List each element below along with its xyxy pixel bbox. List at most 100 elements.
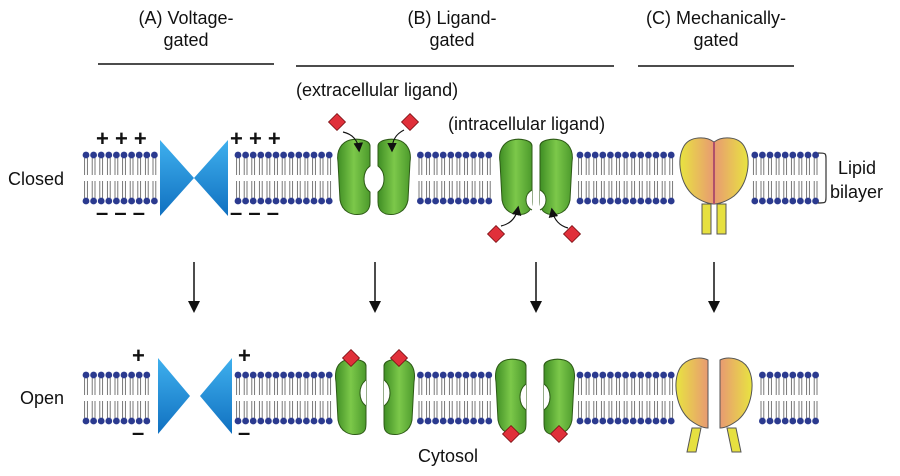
lipid-head	[789, 371, 797, 379]
lipid-head	[485, 197, 493, 205]
lipid-head	[97, 151, 105, 159]
mechanical-subunit-right	[713, 137, 749, 205]
lipid-head	[667, 197, 675, 205]
lipid-head	[812, 371, 819, 379]
lipid-head	[128, 417, 136, 425]
lipid-head	[614, 371, 622, 379]
lipid-head	[272, 197, 280, 205]
lipid-head	[120, 417, 128, 425]
lipid-head	[318, 417, 325, 425]
lipid-head	[143, 371, 151, 379]
charge-minus-open-left: –	[132, 420, 144, 445]
lipid-head	[812, 197, 819, 205]
lipid-head	[462, 417, 470, 425]
ligand-subunit-right	[543, 358, 575, 435]
lipid-head	[660, 417, 667, 425]
lipid-head	[781, 417, 789, 425]
lipid-head	[90, 371, 97, 379]
lipid-head	[303, 151, 310, 159]
lipid-head	[105, 197, 113, 205]
ligand-diamond-int-right	[562, 224, 582, 244]
ligand-subunit-left	[495, 358, 527, 435]
lipid-head	[645, 371, 652, 379]
lipid-head	[257, 371, 265, 379]
lipid-head	[470, 417, 477, 425]
lipid-head	[257, 417, 265, 425]
lipid-head	[477, 371, 485, 379]
lipid-head	[280, 417, 287, 425]
charge-plus-open-left: +	[132, 343, 145, 368]
mechanical-subunit-left	[675, 357, 709, 429]
lipid-head	[455, 197, 462, 205]
mechanical-subunit-left	[679, 137, 715, 205]
lipid-head	[90, 151, 97, 159]
lipid-head	[318, 151, 325, 159]
voltage-channel-closed-right	[194, 140, 228, 216]
lipid-head	[637, 371, 645, 379]
lipid-head	[751, 151, 759, 159]
header-mechanical-line1: (C) Mechanically-	[646, 8, 786, 28]
mechanical-leg-left	[686, 427, 702, 453]
lipid-head	[584, 371, 591, 379]
lipid-head	[135, 151, 143, 159]
lipid-head	[82, 417, 90, 425]
lipid-head	[447, 417, 455, 425]
ligand-diamond-int-left	[486, 224, 506, 244]
lipid-head	[477, 151, 485, 159]
lipid-head	[774, 417, 781, 425]
lipid-head	[249, 197, 257, 205]
mechanical-leg-right	[716, 203, 727, 235]
charge-plus-right: + + +	[230, 126, 281, 151]
lipid-head	[477, 197, 485, 205]
lipid-head	[272, 151, 280, 159]
lipid-head	[82, 197, 90, 205]
mechanical-channel-open	[675, 357, 753, 453]
lipid-head	[485, 417, 493, 425]
lipid-head	[265, 197, 272, 205]
voltage-channel-open-left	[158, 358, 190, 434]
lipid-head	[629, 197, 637, 205]
lipid-head	[629, 151, 637, 159]
lipid-head	[781, 151, 789, 159]
lipid-head	[439, 371, 447, 379]
lipid-head	[287, 417, 295, 425]
voltage-channel-open-right	[200, 358, 232, 434]
lipid-head	[759, 197, 766, 205]
lipid-head	[766, 151, 774, 159]
lipid-head	[599, 151, 607, 159]
lipid-head	[804, 371, 812, 379]
lipid-head	[576, 417, 584, 425]
arrow-ligand-ext-left	[342, 131, 364, 153]
charge-minus-open-right: –	[238, 420, 250, 445]
lipid-head	[424, 417, 432, 425]
voltage-channel-closed-left	[160, 140, 194, 216]
lipid-head	[629, 371, 637, 379]
ligand-diamond-bound-ext-left	[341, 348, 361, 368]
lipid-head	[135, 371, 143, 379]
lipid-head	[135, 197, 143, 205]
lipid-head	[447, 197, 455, 205]
lipid-head	[120, 151, 128, 159]
lipid-head	[652, 151, 660, 159]
lipid-head	[325, 151, 333, 159]
lipid-head	[310, 371, 318, 379]
lipid-head	[128, 151, 136, 159]
lipid-head	[789, 417, 797, 425]
lipid-head	[417, 417, 424, 425]
lipid-head	[295, 371, 303, 379]
ligand-diamond-ext-right	[400, 112, 420, 132]
lipid-head	[804, 417, 812, 425]
lipid-head	[265, 371, 272, 379]
ligand-diamond-bound-int-left	[501, 424, 521, 444]
lipid-head	[90, 197, 97, 205]
lipid-head	[804, 151, 812, 159]
label-cytosol: Cytosol	[418, 446, 478, 466]
lipid-head	[272, 417, 280, 425]
lipid-head	[424, 371, 432, 379]
lipid-head	[120, 371, 128, 379]
lipid-head	[462, 371, 470, 379]
lipid-head	[462, 197, 470, 205]
lipid-head	[576, 151, 584, 159]
lipid-head	[485, 151, 493, 159]
